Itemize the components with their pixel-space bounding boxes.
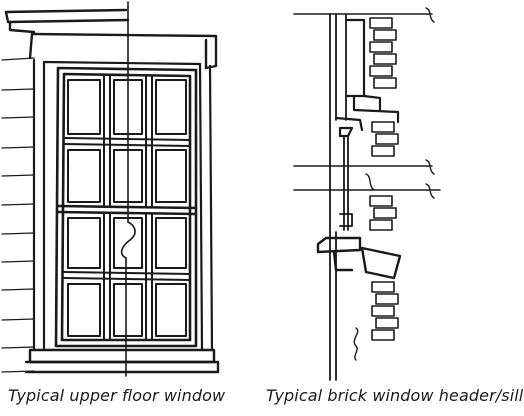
brick-courses-upper [369, 17, 399, 157]
upper-floor-window-drawing [1, 1, 220, 377]
window-header-cap [4, 8, 218, 70]
window-header-lintel [334, 18, 400, 138]
break-marks [353, 7, 435, 361]
window-sill [24, 348, 220, 374]
floor-lines [293, 13, 441, 191]
interior-wall [329, 13, 347, 381]
window-casing [32, 58, 214, 352]
window-sash-frame [54, 66, 198, 348]
sash-section [339, 135, 353, 231]
caption-brick-header-sill: Typical brick window header/sill [266, 386, 524, 405]
brick-header-sill-section [293, 7, 441, 381]
lower-sash-muntins [63, 213, 191, 341]
upper-sash-muntins [63, 75, 191, 207]
siding-lines [1, 57, 35, 373]
brick-courses-lower [369, 195, 399, 341]
window-sill-section [316, 236, 402, 280]
caption-upper-floor-window: Typical upper floor window [8, 386, 226, 405]
break-line [120, 1, 136, 377]
